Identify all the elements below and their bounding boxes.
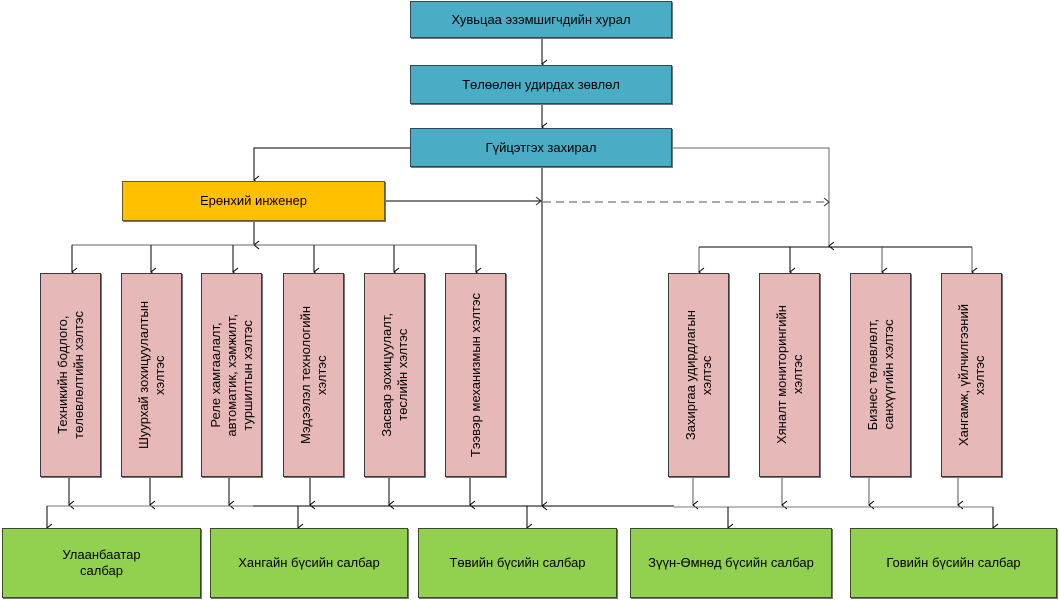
department-label: Хяналт мониторингийн хэлтэс [773, 305, 805, 445]
branch-gobi[interactable]: Говийн бүсийн салбар [850, 528, 1057, 598]
connector-ceo-chief-engineer [253, 147, 410, 185]
department-label: Захиргаа удирдлагын хэлтэс [682, 309, 714, 441]
branch-label: Төвийн бүсийн салбар [449, 555, 586, 570]
branch-label: Зүүн-Өмнөд бүсийн салбар [648, 555, 814, 570]
branch-label: Говийн бүсийн салбар [886, 555, 1021, 570]
department-label: Хангамж, үйлчилгээний хэлтэс [955, 303, 987, 447]
department-supply-service[interactable]: Хангамж, үйлчилгээний хэлтэс [941, 273, 1002, 477]
branch-central[interactable]: Төвийн бүсийн салбар [418, 528, 617, 598]
branch-southeast[interactable]: Зүүн-Өмнөд бүсийн салбар [630, 528, 832, 598]
department-monitoring[interactable]: Хяналт мониторингийн хэлтэс [759, 273, 820, 477]
department-repair-project[interactable]: Засвар зохицуулалт, төслийн хэлтэс [364, 273, 425, 477]
ceo-label: Гүйцэтгэх захирал [485, 139, 597, 155]
chief-engineer-box[interactable]: Ерөнхий инженер [122, 181, 385, 221]
department-administration[interactable]: Захиргаа удирдлагын хэлтэс [668, 273, 729, 477]
department-business-finance[interactable]: Бизнес төлөвлөлт, санхүүгийн хэлтэс [850, 273, 911, 477]
branch-label: Хангайн бүсийн салбар [238, 555, 380, 570]
department-label: Бизнес төлөвлөлт, санхүүгийн хэлтэс [864, 319, 896, 431]
chief-engineer-label: Ерөнхий инженер [200, 193, 307, 208]
department-dispatch[interactable]: Шуурхай зохицуулалтын хэлтэс [121, 273, 182, 477]
department-relay-protection[interactable]: Реле хамгаалалт, автоматик, хэмжилт, тур… [201, 273, 262, 477]
shareholders-meeting-box[interactable]: Хувьцаа эзэмшигчдийн хурал [410, 1, 672, 38]
board-of-directors-box[interactable]: Төлөөлөн удирдах зөвлөл [410, 65, 672, 104]
department-label: Техникийн бодлого, төлөвлөлтийн хэлтэс [54, 311, 86, 439]
branch-label: Улаанбаатар салбар [62, 547, 141, 578]
department-label: Тээвэр механизмын хэлтэс [467, 292, 483, 458]
branch-ulaanbaatar[interactable]: Улаанбаатар салбар [2, 528, 201, 598]
department-technical-policy[interactable]: Техникийн бодлого, төлөвлөлтийн хэлтэс [40, 273, 101, 477]
connector-ceo-admin [672, 147, 835, 251]
branch-khangai[interactable]: Хангайн бүсийн салбар [210, 528, 408, 598]
board-of-directors-label: Төлөөлөн удирдах зөвлөл [462, 76, 620, 92]
department-label: Мэдээлэл технологийн хэлтэс [297, 306, 329, 444]
ceo-box[interactable]: Гүйцэтгэх захирал [410, 128, 672, 167]
department-it[interactable]: Мэдээлэл технологийн хэлтэс [283, 273, 344, 477]
department-label: Реле хамгаалалт, автоматик, хэмжилт, тур… [207, 313, 255, 437]
department-label: Шуурхай зохицуулалтын хэлтэс [135, 300, 167, 449]
department-transport[interactable]: Тээвэр механизмын хэлтэс [445, 273, 506, 477]
shareholders-meeting-label: Хувьцаа эзэмшигчдийн хурал [451, 11, 631, 27]
department-label: Засвар зохицуулалт, төслийн хэлтэс [378, 313, 410, 437]
